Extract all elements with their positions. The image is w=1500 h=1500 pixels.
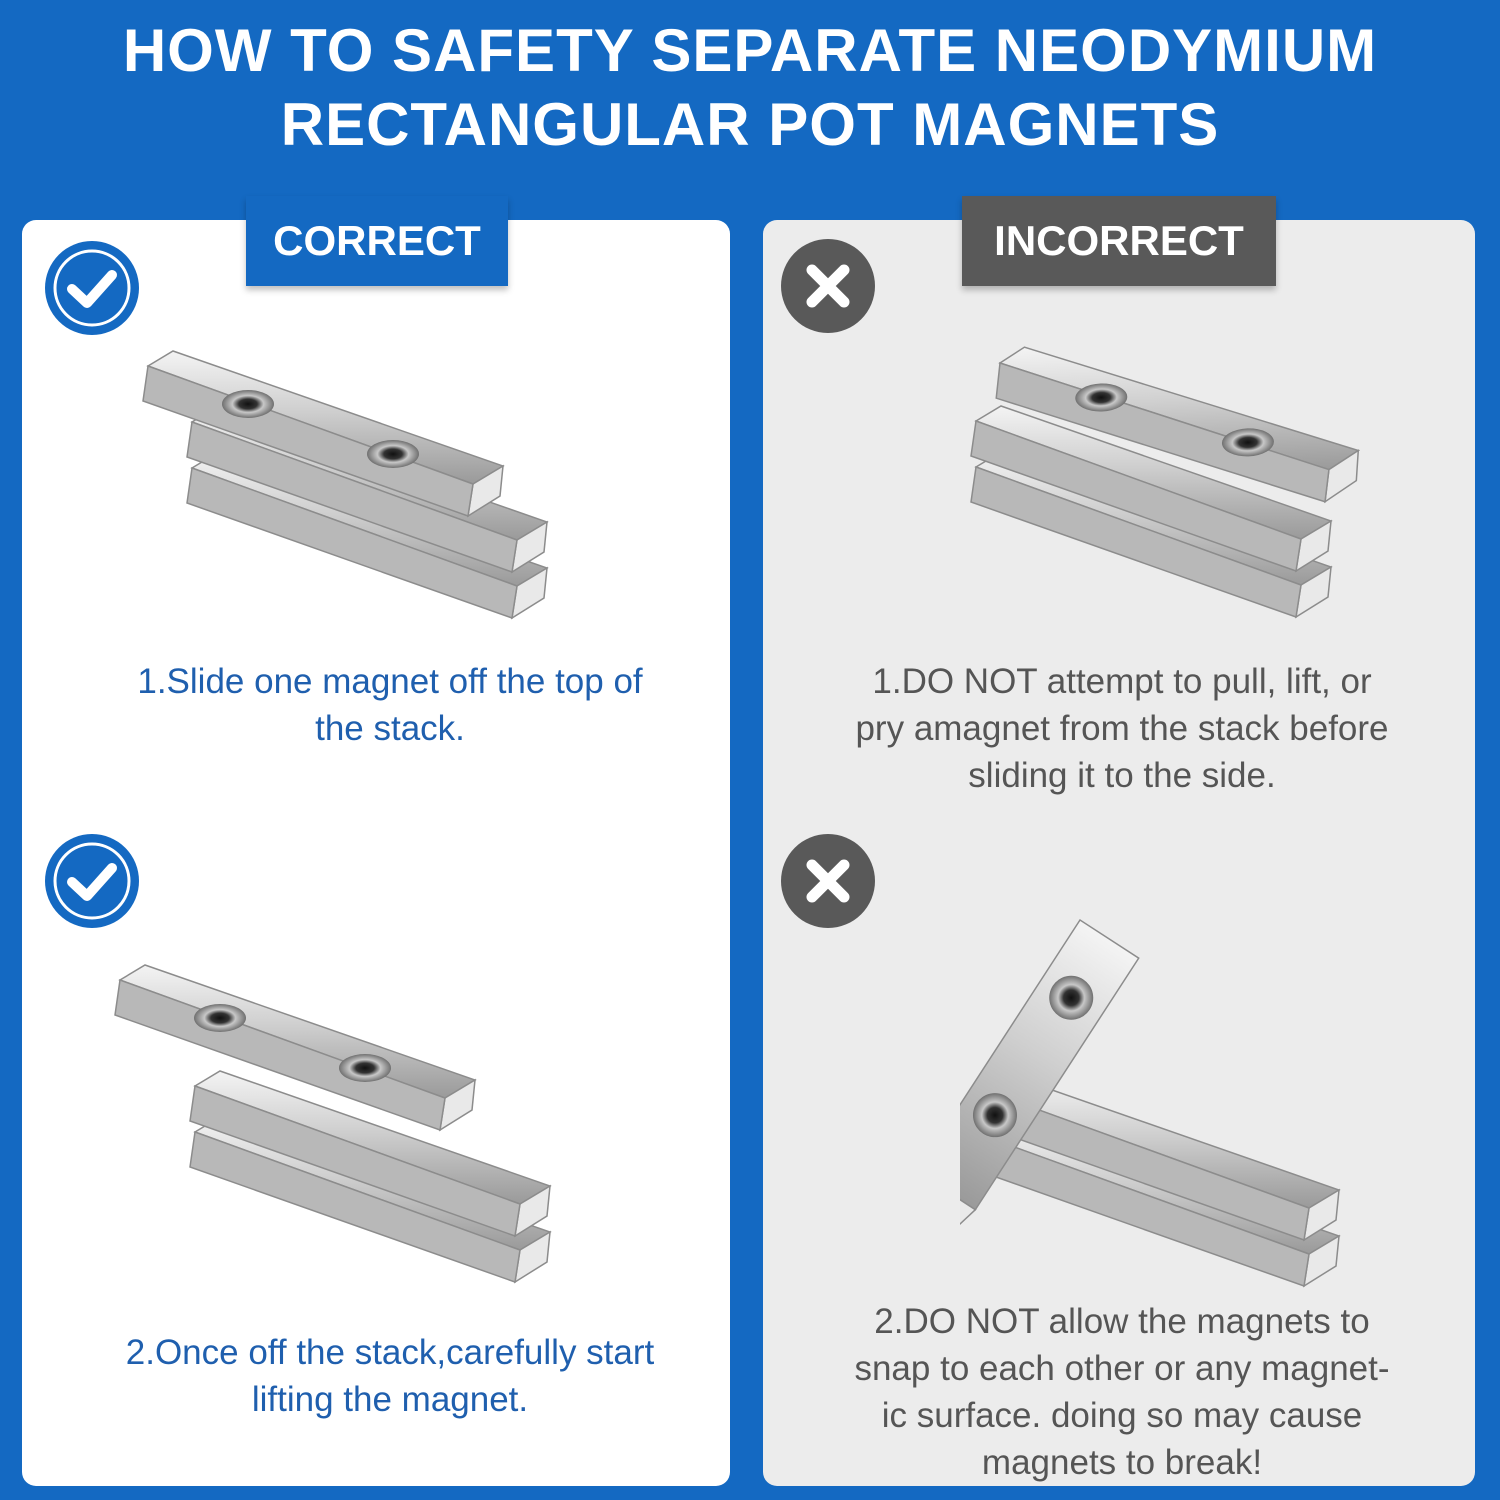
x-icon <box>780 833 876 929</box>
check-icon <box>44 833 140 929</box>
magnet-stack-slide <box>142 350 548 619</box>
page-title: HOW TO SAFETY SEPARATE NEODYMIUM RECTANG… <box>0 14 1500 162</box>
incorrect-step-2-text: 2.DO NOT allow the magnets to snap to ea… <box>854 1302 1390 1482</box>
correct-step-1-text: 1.Slide one magnet off the top of the st… <box>137 662 643 748</box>
x-icon <box>780 238 876 334</box>
magnet-snap <box>960 918 1340 1287</box>
magnet-stack-pry <box>970 334 1360 618</box>
check-icon <box>44 240 140 336</box>
correct-step-2-text: 2.Once off the stack,carefully start lif… <box>125 1333 655 1419</box>
title-line-2: RECTANGULAR POT MAGNETS <box>280 91 1220 158</box>
title-line-1: HOW TO SAFETY SEPARATE NEODYMIUM <box>122 17 1378 84</box>
magnet-stack-lift <box>114 964 551 1283</box>
correct-tag: CORRECT <box>246 196 508 286</box>
incorrect-step-1-text: 1.DO NOT attempt to pull, lift, or pry a… <box>855 662 1389 795</box>
incorrect-tag: INCORRECT <box>962 196 1276 286</box>
